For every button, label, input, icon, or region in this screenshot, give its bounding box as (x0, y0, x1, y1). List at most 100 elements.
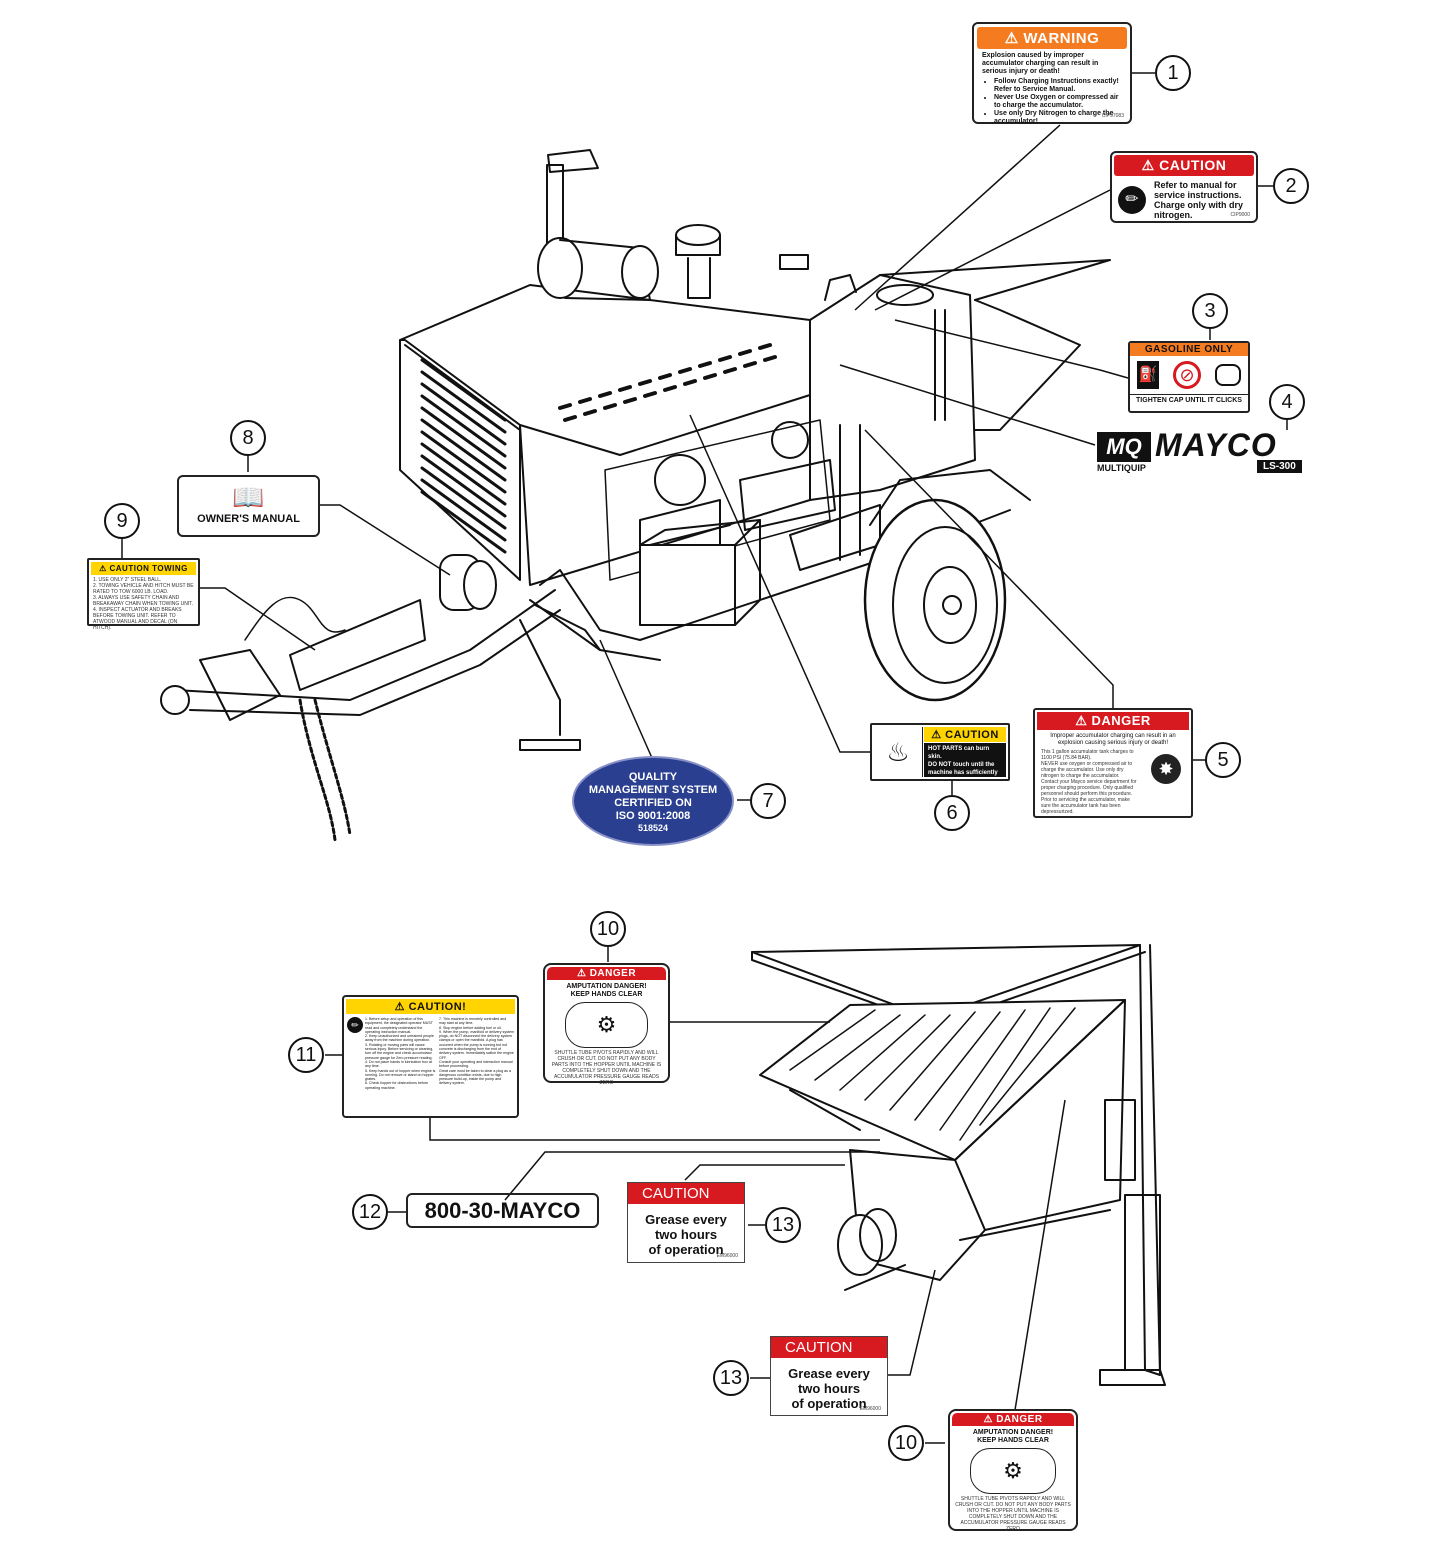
decal-10-header: DANGER (589, 968, 637, 979)
decal-6-text1: HOT PARTS can burn skin. (928, 746, 990, 760)
decal-1-bullet: Never Use Oxygen or compressed air to ch… (994, 94, 1122, 110)
decal-3-gasoline-only: GASOLINE ONLY ⛽ ⊘ TIGHTEN CAP UNTIL IT C… (1128, 341, 1250, 413)
decal-13-line: two hours (654, 1227, 718, 1242)
decal-13-line: Grease every (788, 1366, 870, 1381)
decal-1-code: CIP97083 (1101, 113, 1124, 119)
decal-11-left-item: 4. Do not place hands in lubrication box… (365, 1059, 432, 1069)
decal-6-header: CAUTION (945, 729, 999, 741)
shuttle-tube-pinch-icon: ⚙ (565, 1002, 648, 1048)
iso-line: MANAGEMENT SYSTEM (588, 784, 718, 796)
decal-3-header: GASOLINE ONLY (1130, 343, 1248, 356)
callout-10-bottom: 10 (888, 1425, 924, 1461)
decal-9-item: 1. USE ONLY 2" STEEL BALL. (93, 577, 162, 583)
iso-line: QUALITY (628, 771, 678, 783)
hopper-assembly (751, 944, 1166, 1386)
decal-4-mayco-logo: MQ MULTIQUIP MAYCO LS-300 (1097, 428, 1305, 478)
warning-triangle-icon: ⚠ (394, 1001, 406, 1013)
warning-triangle-icon: ⚠ (1004, 30, 1019, 47)
decal-5-line: Contact your Mayco service department fo… (1041, 779, 1137, 797)
decal-10-title: AMPUTATION DANGER! KEEP HANDS CLEAR (566, 983, 647, 998)
decal-1-warning: ⚠ WARNING Explosion caused by improper a… (972, 22, 1132, 126)
callout-8: 8 (230, 420, 266, 456)
decal-10-danger-bottom: ⚠ DANGER AMPUTATION DANGER! KEEP HANDS C… (948, 1409, 1078, 1532)
callout-1: 1 (1155, 55, 1191, 91)
fuel-cap-icon (1215, 364, 1241, 386)
decal-5-header: DANGER (1091, 713, 1151, 728)
iso-line: CERTIFIED ON (614, 797, 692, 809)
decal-10-text: SHUTTLE TUBE PIVOTS RAPIDLY AND WILL CRU… (551, 1050, 662, 1086)
decal-11-left-item: 1. Before setup and operation of this eq… (365, 1017, 433, 1034)
decal-13-line: two hours (797, 1381, 861, 1396)
warning-triangle-icon: ⚠ (931, 729, 942, 741)
multiquip-text: MULTIQUIP (1097, 463, 1146, 473)
decal-11-right-item: 8. Stop engine before adding fuel or oil… (439, 1025, 502, 1030)
no-smoking-icon: ⊘ (1173, 361, 1201, 389)
decal-2-header: CAUTION (1159, 157, 1227, 173)
callout-11: 11 (288, 1037, 324, 1073)
decal-1-header: WARNING (1023, 30, 1100, 47)
decal-8-text: OWNER'S MANUAL (197, 513, 300, 525)
warning-triangle-icon: ⚠ (983, 1414, 993, 1425)
callout-7: 7 (750, 783, 786, 819)
decal-13-code: EM96000 (859, 1406, 881, 1412)
decal-5-line: Prior to servicing the accumulator, make… (1041, 797, 1130, 815)
decal-3-footer: TIGHTEN CAP UNTIL IT CLICKS (1130, 394, 1248, 404)
decal-1-bullet: Use only Dry Nitrogen to charge the accu… (994, 110, 1122, 126)
mayco-brand-text: MAYCO (1155, 427, 1277, 463)
warning-triangle-icon: ⚠ (576, 968, 587, 979)
decal-9-item: 4. INSPECT ACTUATOR AND BREAKS BEFORE TO… (93, 607, 182, 631)
callout-9: 9 (104, 503, 140, 539)
mq-logo: MQ (1097, 432, 1151, 462)
ls300-model-text: LS-300 (1257, 460, 1302, 473)
decal-13-header: CAUTION (628, 1183, 744, 1204)
callout-13-upper: 13 (765, 1207, 801, 1243)
decal-11-left-item: 6. Check hopper for obstructions before … (365, 1081, 429, 1090)
callout-13-lower: 13 (713, 1360, 749, 1396)
decal-9-item: 2. TOWING VEHICLE AND HITCH MUST BE RATE… (93, 583, 194, 595)
callout-5: 5 (1205, 742, 1241, 778)
engine-housing (160, 149, 1111, 842)
callout-2: 2 (1273, 168, 1309, 204)
decal-6-caution-hot-parts: ♨ ⚠ CAUTION HOT PARTS can burn skin. DO … (870, 723, 1010, 781)
decal-11-caution: ⚠ CAUTION! ✏ 1. Before setup and operati… (342, 995, 519, 1118)
decal-2-text: Refer to manual for service instructions… (1154, 180, 1244, 220)
decal-11-right-item: Consult your operating and interaction m… (439, 1059, 513, 1069)
decal-13-line: of operation (648, 1242, 724, 1257)
decal-13-header: CAUTION (771, 1337, 887, 1358)
callout-12: 12 (352, 1194, 388, 1230)
decal-7-iso-badge: QUALITY MANAGEMENT SYSTEM CERTIFIED ON I… (572, 756, 734, 846)
shuttle-tube-pinch-icon: ⚙ (970, 1448, 1056, 1494)
decal-9-caution-towing: ⚠ CAUTION TOWING 1. USE ONLY 2" STEEL BA… (87, 558, 200, 631)
decal-11-left-item: 2. Keep unauthorized and untrained peopl… (365, 1034, 434, 1043)
decal-10-header: DANGER (996, 1414, 1043, 1425)
warning-triangle-icon: ⚠ (1075, 713, 1088, 728)
iso-line: ISO 9001:2008 (615, 810, 691, 822)
decal-11-right-item: 9. When the pump, manifold or delivery s… (439, 1029, 514, 1060)
decal-1-bullet: Follow Charging Instructions exactly! Re… (994, 78, 1122, 94)
decal-1-intro: Explosion caused by improper accumulator… (982, 52, 1099, 75)
decal-12-phone: 800-30-MAYCO (406, 1193, 599, 1228)
decal-13-grease-upper: CAUTION Grease every two hours of operat… (627, 1182, 745, 1263)
decal-5-line: This 1 gallon accumulator tank charges t… (1041, 749, 1134, 761)
leader-lines (121, 72, 1288, 1444)
warning-triangle-icon: ⚠ (1141, 157, 1155, 173)
hot-surface-icon: ♨ (874, 727, 923, 777)
decal-13-grease-lower: CAUTION Grease every two hours of operat… (770, 1336, 888, 1416)
explosion-icon: ✸ (1151, 754, 1181, 784)
callout-3: 3 (1192, 293, 1228, 329)
open-book-icon: 📖 (232, 482, 265, 512)
decal-11-left-item: 3. Rotating or moving parts will cause s… (365, 1042, 434, 1060)
decal-10-danger-top: ⚠ DANGER AMPUTATION DANGER! KEEP HANDS C… (543, 963, 670, 1086)
decal-13-line: Grease every (645, 1212, 727, 1227)
decal-11-right-item: Great care must be taken to clear a plug… (439, 1068, 511, 1086)
callout-6: 6 (934, 795, 970, 831)
decal-10-text: SHUTTLE TUBE PIVOTS RAPIDLY AND WILL CRU… (955, 1496, 1071, 1532)
decal-9-item: 3. ALWAYS USE SAFETY CHAIN AND BREAKAWAY… (93, 595, 194, 607)
fuel-pump-icon: ⛽ (1137, 361, 1159, 389)
decal-11-right-item: 7. This machine is remotely controlled a… (439, 1017, 507, 1026)
callout-10-top: 10 (590, 911, 626, 947)
read-manual-icon: ✏ (1118, 186, 1146, 214)
decal-5-line: NEVER use oxygen or compressed air to ch… (1041, 761, 1133, 779)
